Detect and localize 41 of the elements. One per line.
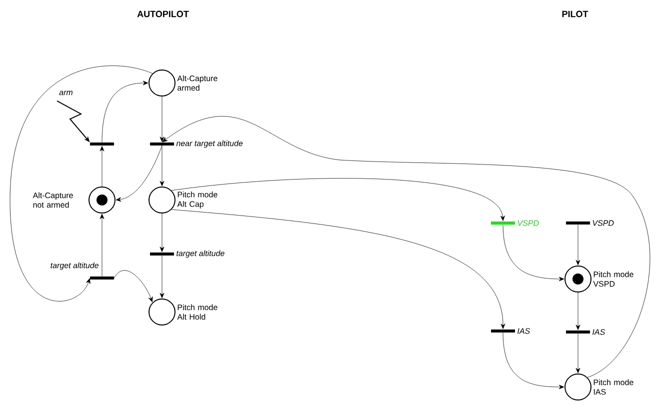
arc-arrow bbox=[576, 292, 580, 330]
node-label: target altitude bbox=[176, 250, 224, 258]
arc-arrow bbox=[100, 146, 104, 187]
transition-bar: VSPD bbox=[566, 220, 614, 226]
node-label: Alt-Capture not armed bbox=[32, 192, 73, 208]
transition-bar: target altitude bbox=[50, 262, 114, 280]
node-label: Pitch mode IAS bbox=[594, 379, 634, 395]
arc-arrow bbox=[171, 209, 506, 329]
node-label: IAS bbox=[592, 329, 606, 335]
arc-arrow bbox=[116, 146, 162, 202]
arc-arrow bbox=[160, 213, 164, 252]
node-label: IAS bbox=[518, 328, 530, 334]
transition-bar: VSPD bbox=[491, 220, 539, 226]
transition-bar: IAS bbox=[491, 328, 530, 334]
arc-arrow bbox=[160, 96, 164, 142]
arc-arrow bbox=[502, 332, 564, 390]
node-label: target altitude bbox=[50, 262, 99, 270]
section-title: AUTOPILOT bbox=[137, 10, 189, 18]
node-label: Pitch mode VSPD bbox=[593, 271, 634, 287]
arc-arrow bbox=[576, 224, 580, 266]
arc-arrow bbox=[10, 66, 153, 302]
node-label: Pitch mode Alt Cap bbox=[177, 192, 218, 208]
arc-arrow bbox=[160, 256, 164, 298]
arc-arrow bbox=[502, 224, 564, 282]
node-label: Alt-Capture armed bbox=[177, 75, 218, 91]
node-label: Pitch mode Alt Hold bbox=[177, 304, 218, 320]
node-label: VSPD bbox=[592, 220, 614, 226]
arc-arrow bbox=[171, 178, 505, 221]
arc-arrow bbox=[160, 146, 164, 186]
transition-bar: target altitude bbox=[150, 250, 224, 258]
transition-bar: near target altitude bbox=[150, 140, 243, 148]
node-label: VSPD bbox=[518, 220, 539, 226]
transition-bar: IAS bbox=[566, 329, 606, 335]
arc-arrow bbox=[114, 270, 153, 302]
arc-arrow bbox=[576, 334, 580, 374]
node-label: near target altitude bbox=[176, 140, 243, 148]
section-title: PILOT bbox=[562, 10, 588, 18]
arc-arrow bbox=[102, 80, 148, 142]
edge-label: arm bbox=[59, 90, 73, 96]
arc-arrow bbox=[100, 214, 104, 276]
arc-arrow bbox=[162, 116, 650, 378]
